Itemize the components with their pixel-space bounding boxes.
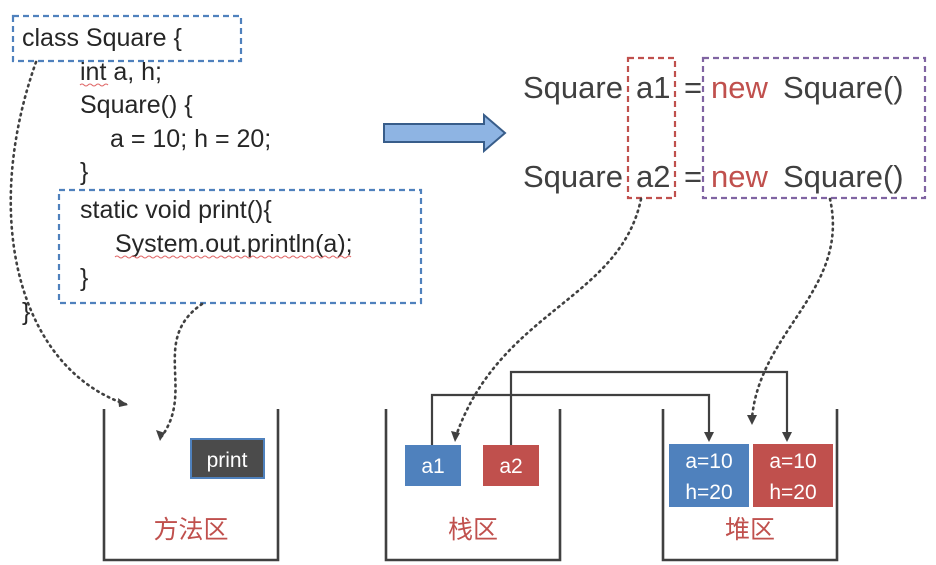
svg-text:Square a2 =: Square a2 = new Square() — [523, 159, 904, 194]
pointer-vars-to-stack — [454, 197, 643, 438]
ref-a1-to-object-1 — [430, 393, 714, 445]
statement-var: a1 — [636, 70, 670, 105]
heap-area-container — [661, 409, 839, 562]
statement-new-keyword: new — [711, 159, 768, 194]
code-line-class-close: } — [22, 298, 30, 326]
heap-object-1-h: h=20 — [685, 481, 732, 504]
heap-area-label: 堆区 — [725, 516, 775, 544]
pointer-head — [156, 430, 165, 441]
code-line-fields: int a, h; — [80, 58, 162, 86]
transition-arrow-icon — [383, 112, 507, 154]
statement-var: a2 — [636, 159, 670, 194]
spell-underline — [114, 255, 352, 259]
pointer-class-to-method-area — [9, 60, 130, 407]
class-header-dashed-box — [11, 14, 243, 63]
statement-eq: = — [684, 159, 702, 194]
print-method-label: print — [207, 449, 248, 472]
pointer-new-to-heap — [750, 197, 835, 420]
code-line-static: static void print(){ — [80, 196, 272, 224]
method-area-container — [102, 409, 280, 562]
variables-dashed-box — [626, 56, 677, 200]
static-method-dashed-box — [57, 188, 423, 305]
new-objects-dashed-box — [701, 56, 927, 200]
print-method-box — [190, 438, 265, 479]
heap-object-1-a: a=10 — [685, 450, 732, 473]
pointer-head — [451, 431, 460, 442]
heap-object-2 — [753, 444, 833, 507]
pointer-head — [118, 398, 128, 407]
spell-underline — [79, 83, 109, 87]
pointer-static-to-method-area — [160, 302, 204, 438]
class-code-block: class Square { int a, h; Square() { a = … — [11, 14, 423, 326]
code-line-class: class Square { — [22, 24, 182, 52]
statement-new-keyword: new — [711, 70, 768, 105]
heap-object-2-h: h=20 — [769, 481, 816, 504]
code-line-method-close: } — [80, 264, 88, 292]
statement-type: Square — [523, 70, 623, 105]
svg-text:Square a1 =: Square a1 = new Square() — [523, 70, 904, 105]
code-line-ctor-close: } — [80, 158, 88, 186]
code-line-println: System.out.println(a); — [115, 230, 353, 258]
stack-var-a2 — [483, 445, 539, 486]
heap-object-1 — [669, 444, 749, 507]
statement-ctor: Square() — [783, 159, 904, 194]
stack-var-a2-label: a2 — [499, 455, 522, 478]
stack-area-container — [384, 409, 562, 562]
statement-a2: Square a2 = new Square() — [523, 159, 904, 194]
pointer-head — [747, 415, 757, 425]
ref-a2-to-object-2 — [509, 370, 792, 445]
stack-var-a1 — [405, 445, 461, 486]
statement-a1: Square a1 = new Square() — [523, 70, 904, 105]
method-area-label: 方法区 — [153, 516, 228, 544]
stack-area-label: 栈区 — [448, 516, 498, 544]
code-line-ctor: Square() { — [80, 91, 193, 119]
code-line-assign: a = 10; h = 20; — [110, 125, 271, 153]
stack-var-a1-label: a1 — [421, 455, 444, 478]
statement-ctor: Square() — [783, 70, 904, 105]
heap-object-2-a: a=10 — [769, 450, 816, 473]
statement-type: Square — [523, 159, 623, 194]
statement-eq: = — [684, 70, 702, 105]
